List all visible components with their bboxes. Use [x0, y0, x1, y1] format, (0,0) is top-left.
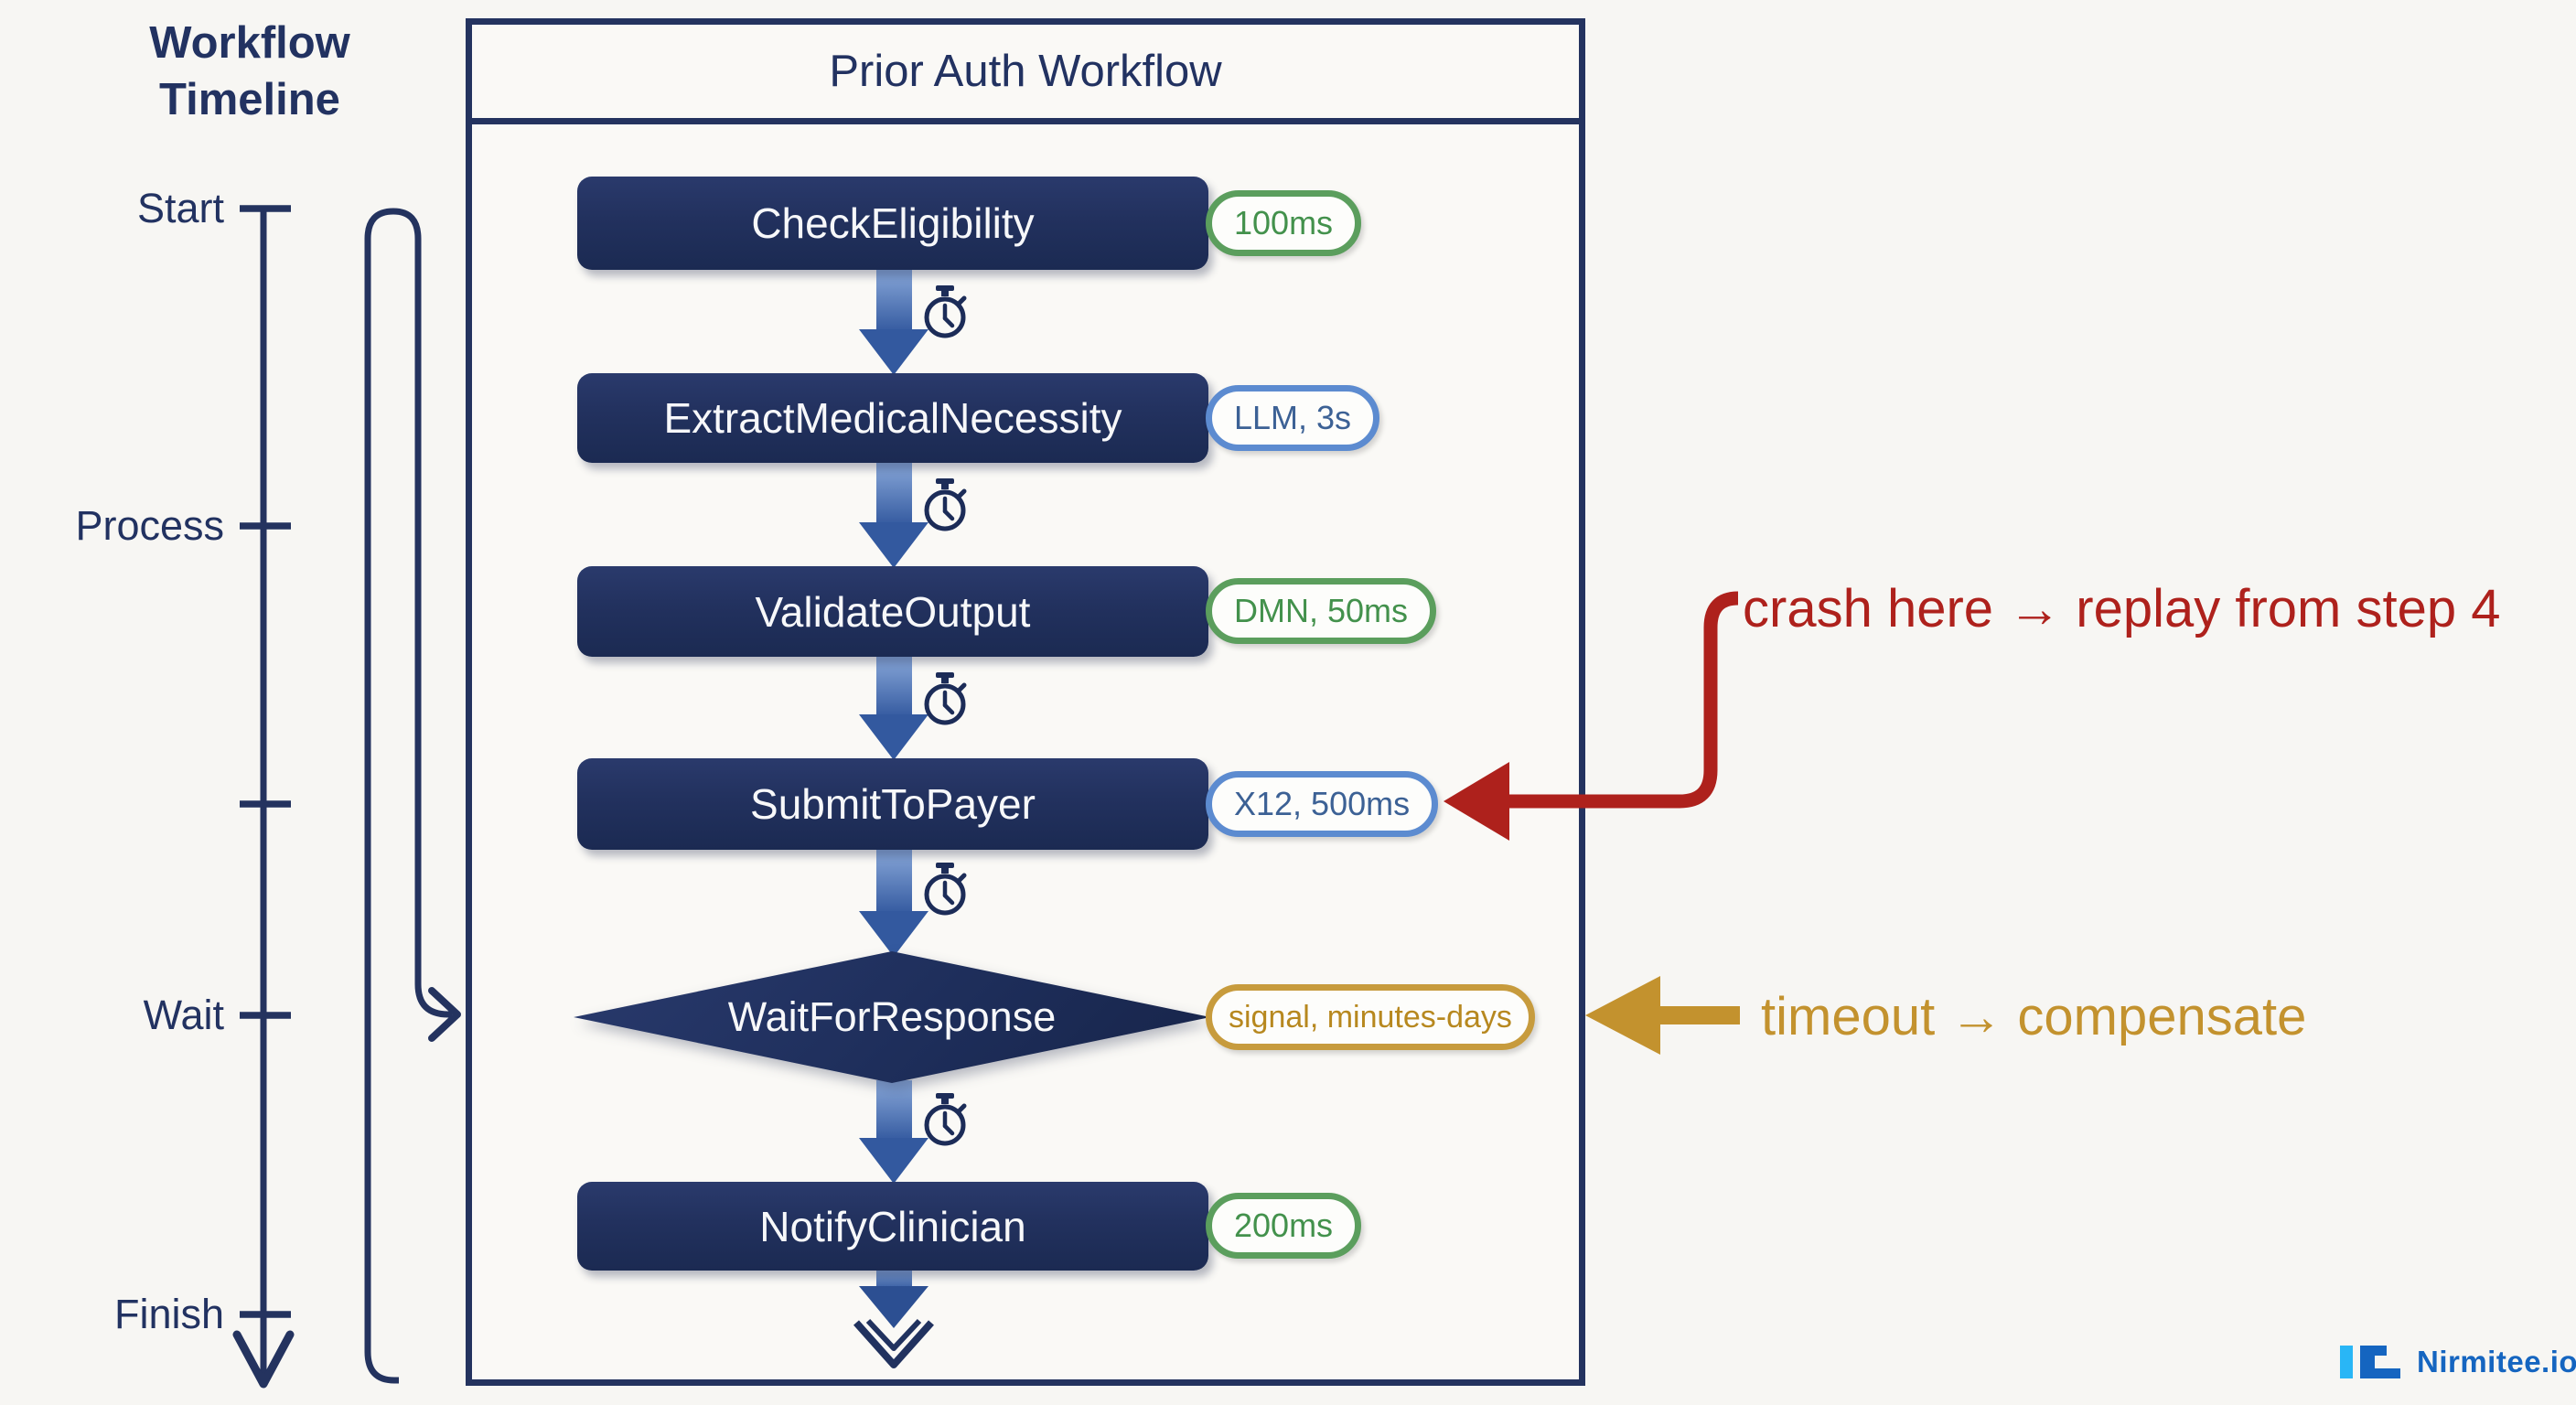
loop-back-arrow: [364, 208, 461, 1384]
timeline-label-start: Start: [136, 185, 224, 231]
step-extract-medical-necessity: ExtractMedicalNecessity: [577, 373, 1208, 463]
nirmitee-logo-text: Nirmitee.io: [2417, 1345, 2576, 1378]
timeout-arrow: [1585, 976, 1740, 1055]
step-wait-for-response: WaitForResponse: [574, 951, 1210, 1083]
badge-validate-output-duration: DMN, 50ms: [1206, 578, 1437, 644]
step-submit-to-payer: SubmitToPayer: [577, 758, 1208, 850]
timeout-annotation: timeout → compensate: [1761, 987, 2307, 1046]
workflow-panel-title: Prior Auth Workflow: [829, 47, 1222, 96]
step-check-eligibility: CheckEligibility: [577, 177, 1208, 270]
badge-check-eligibility-duration: 100ms: [1206, 190, 1362, 256]
badge-notify-clinician-duration: 200ms: [1206, 1193, 1362, 1259]
badge-submit-to-payer-duration: X12, 500ms: [1206, 771, 1439, 837]
nirmitee-logo-icon: [2340, 1346, 2400, 1378]
workflow-panel-header: Prior Auth Workflow: [472, 25, 1579, 124]
badge-extract-necessity-duration: LLM, 3s: [1206, 385, 1380, 451]
timeline-title-line2: Timeline: [159, 75, 340, 124]
badge-wait-for-response-duration: signal, minutes-days: [1206, 984, 1535, 1050]
timeline-title-line1: Workflow: [149, 18, 350, 68]
timeline-label-finish: Finish: [113, 1291, 224, 1337]
step-wait-for-response-shape: WaitForResponse: [574, 951, 1210, 1083]
timeline-label-wait: Wait: [143, 992, 224, 1038]
crash-annotation: crash here → replay from step 4: [1743, 579, 2501, 638]
step-validate-output: ValidateOutput: [577, 566, 1208, 657]
nirmitee-logo: Nirmitee.io: [2338, 1343, 2576, 1381]
step-notify-clinician: NotifyClinician: [577, 1182, 1208, 1271]
timeline-label-process: Process: [75, 502, 224, 549]
timeline-axis: [232, 205, 295, 1389]
timeline-title: Workflow Timeline: [35, 15, 465, 128]
